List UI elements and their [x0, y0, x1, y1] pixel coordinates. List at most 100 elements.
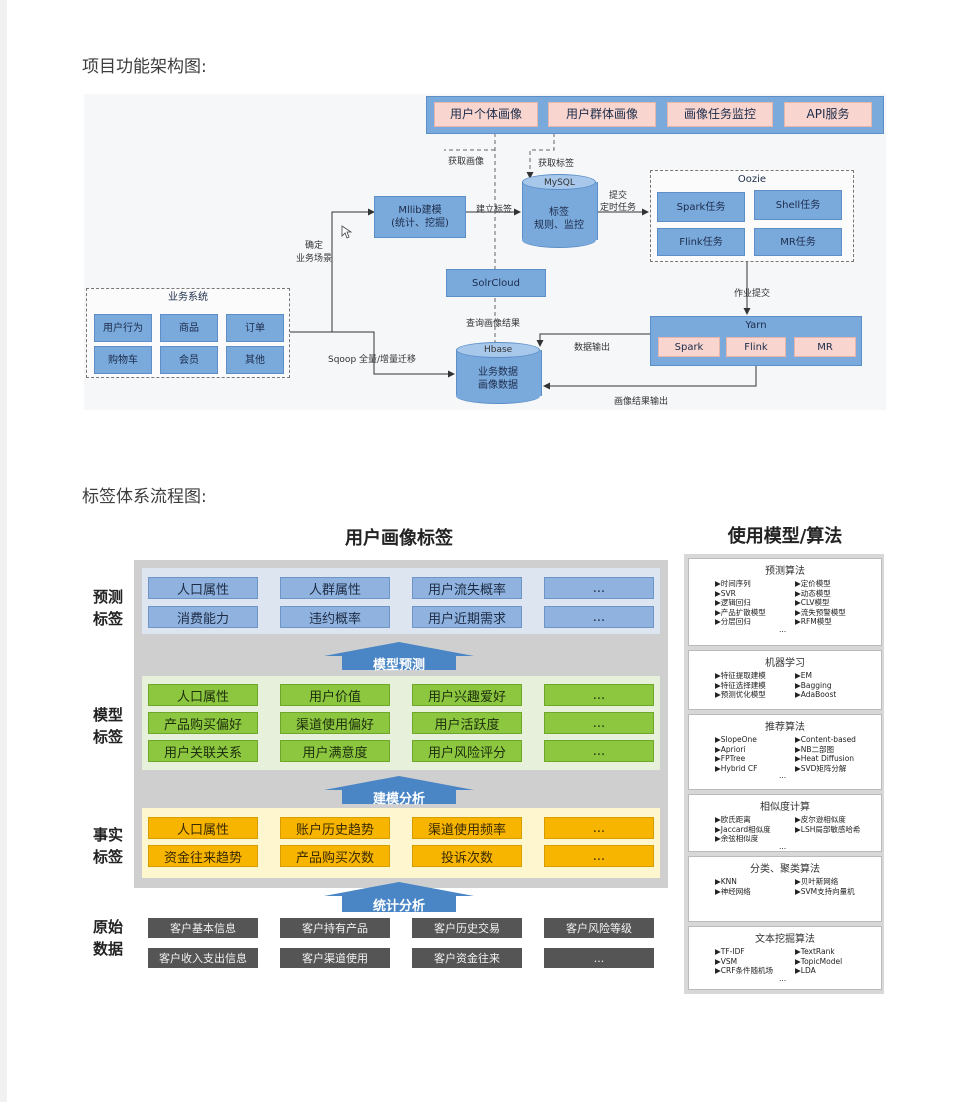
label-job-submit: 作业提交	[734, 289, 771, 299]
algo-item: ▶动态模型	[795, 588, 831, 598]
fact-tag-cell: 人口属性	[148, 817, 258, 839]
flow-arrows	[324, 642, 474, 912]
algo-box-title: 分类、聚类算法	[750, 864, 820, 875]
algo-item: ▶余弦相似度	[715, 834, 759, 843]
algo-box: 机器学习▶特征提取建模▶特征选择建模▶预测优化模型▶EM▶Bagging▶Ada…	[688, 650, 882, 710]
service-user-profile: 用户个体画像	[434, 102, 538, 127]
algo-item: ▶逻辑回归	[715, 598, 751, 607]
algo-item: ▶SVR	[715, 588, 736, 598]
architecture-diagram: 用户个体画像 用户群体画像 画像任务监控 API服务 Mllib建模 (统计、挖…	[84, 94, 886, 410]
algo-item: ▶LDA	[795, 966, 816, 975]
algo-item: ▶SlopeOne	[715, 735, 757, 744]
yarn-flink: Flink	[726, 337, 786, 357]
model-tag-cell: 用户价值	[280, 684, 390, 706]
fact-tag-cell: 资金往来趋势	[148, 845, 258, 867]
raw-data-cell: 客户资金往来	[412, 948, 522, 968]
algo-item: ▶AdaBoost	[795, 690, 837, 699]
model-tag-cell: 用户兴趣爱好	[412, 684, 522, 706]
raw-data-cell: 客户风险等级	[544, 918, 654, 938]
label-submit-timer: 提交 定时任务	[600, 191, 637, 213]
algo-item: ▶SVD矩阵分解	[795, 763, 847, 773]
yarn-title: Yarn	[745, 320, 767, 331]
mysql-cylinder-bottom	[522, 232, 596, 248]
biz-order: 订单	[226, 314, 284, 342]
model-tag-cell: 人口属性	[148, 684, 258, 706]
architecture-connectors	[290, 126, 757, 390]
model-tag-cell: 用户关联关系	[148, 740, 258, 762]
algo-item: ▶TextRank	[795, 947, 835, 956]
predict-tag-cell: 违约概率	[280, 606, 390, 628]
oozie-title: Oozie	[737, 174, 767, 185]
predict-tag-cell: ...	[544, 577, 654, 599]
row-label-raw: 原始 数据	[92, 918, 123, 958]
algo-box-title: 机器学习	[765, 658, 805, 669]
algo-item: ▶EM	[795, 671, 812, 680]
fact-tag-cell: 账户历史趋势	[280, 817, 390, 839]
label-sqoop: Sqoop 全量/增量迁移	[328, 355, 417, 365]
label-get-profile: 获取画像	[448, 157, 485, 167]
arrow-label-model-predict: 模型预测	[372, 658, 425, 673]
algo-item: ▶Bagging	[795, 680, 832, 690]
algo-item: ▶Hybrid CF	[715, 763, 758, 773]
algo-item: ▶CLV模型	[795, 598, 830, 607]
row-label-fact: 事实 标签	[92, 826, 123, 866]
raw-data-cell: 客户基本信息	[148, 918, 258, 938]
biz-system-title: 业务系统	[168, 292, 208, 303]
raw-data-cell: 客户历史交易	[412, 918, 522, 938]
service-group-profile: 用户群体画像	[548, 102, 656, 127]
algo-box: 分类、聚类算法▶KNN▶神经网络▶贝叶斯网络▶SVM支持向量机	[688, 856, 882, 922]
model-tag-cell: ...	[544, 740, 654, 762]
mllib-box: Mllib建模 (统计、挖掘)	[374, 196, 466, 238]
label-query-result: 查询画像结果	[466, 319, 521, 329]
algo-more: ...	[779, 771, 787, 780]
algo-box: 预测算法▶时间序列▶SVR▶逻辑回归▶产品扩散模型▶分层回归▶定价模型▶动态模型…	[688, 558, 882, 646]
algo-box-title: 文本挖掘算法	[755, 934, 815, 945]
hbase-cylinder-bottom	[456, 388, 540, 404]
oozie-mr-task: MR任务	[754, 228, 842, 256]
predict-tag-cell: ...	[544, 606, 654, 628]
algo-item: ▶定价模型	[795, 579, 831, 588]
raw-data-cell: ...	[544, 948, 654, 968]
model-tag-cell: 渠道使用偏好	[280, 712, 390, 734]
tag-system-diagram: 用户画像标签 使用模型/算法 预测 标签 模型 标签 事实 标签 原始 数据 人…	[84, 518, 884, 996]
tag-system-main-title: 用户画像标签	[345, 528, 453, 549]
raw-data-cell: 客户收入支出信息	[148, 948, 258, 968]
mysql-cylinder-top	[522, 174, 596, 190]
algo-item: ▶TopicModel	[795, 956, 843, 966]
model-tag-cell: 用户风险评分	[412, 740, 522, 762]
tag-system-section-title: 标签体系流程图:	[82, 487, 207, 507]
hbase-body-label: 业务数据 画像数据	[478, 367, 518, 391]
fact-tag-cell: ...	[544, 845, 654, 867]
algo-item: ▶欧氏距离	[715, 815, 751, 824]
label-data-output: 数据输出	[574, 343, 611, 353]
model-tag-cell: 用户满意度	[280, 740, 390, 762]
algo-item: ▶Apriori	[715, 744, 746, 754]
service-task-monitor: 画像任务监控	[667, 102, 773, 127]
solrcloud-box: SolrCloud	[446, 269, 546, 297]
algo-item: ▶FPTree	[715, 754, 746, 763]
mysql-body-label: 标签 规则、监控	[534, 207, 584, 231]
algo-box-title: 相似度计算	[760, 802, 810, 813]
label-build-tags: 建立标签	[476, 205, 513, 215]
hbase-cylinder-top	[456, 342, 540, 358]
algo-item: ▶KNN	[715, 877, 737, 886]
algo-item: ▶特征选择建模	[715, 680, 766, 690]
algo-box: 文本挖掘算法▶TF-IDF▶VSM▶CRF条件随机场▶TextRank▶Topi…	[688, 926, 882, 990]
algo-item: ▶SVM支持向量机	[795, 886, 855, 896]
fact-tag-cell: 投诉次数	[412, 845, 522, 867]
algo-item: ▶TF-IDF	[715, 947, 745, 956]
model-tag-cell: ...	[544, 712, 654, 734]
row-label-model: 模型 标签	[92, 706, 123, 746]
algo-box-title: 推荐算法	[765, 722, 805, 733]
predict-tag-cell: 人群属性	[280, 577, 390, 599]
algo-item: ▶LSH局部敏感哈希	[795, 824, 861, 834]
biz-member: 会员	[160, 346, 218, 374]
biz-user-behavior: 用户行为	[94, 314, 152, 342]
predict-tag-cell: 消费能力	[148, 606, 258, 628]
mysql-cylinder	[522, 182, 598, 240]
predict-tag-cell: 用户流失概率	[412, 577, 522, 599]
algo-item: ▶分层回归	[715, 617, 751, 626]
algo-item: ▶RFM模型	[795, 617, 832, 626]
algo-item: ▶NB二部图	[795, 744, 835, 754]
algo-item: ▶VSM	[715, 956, 738, 966]
